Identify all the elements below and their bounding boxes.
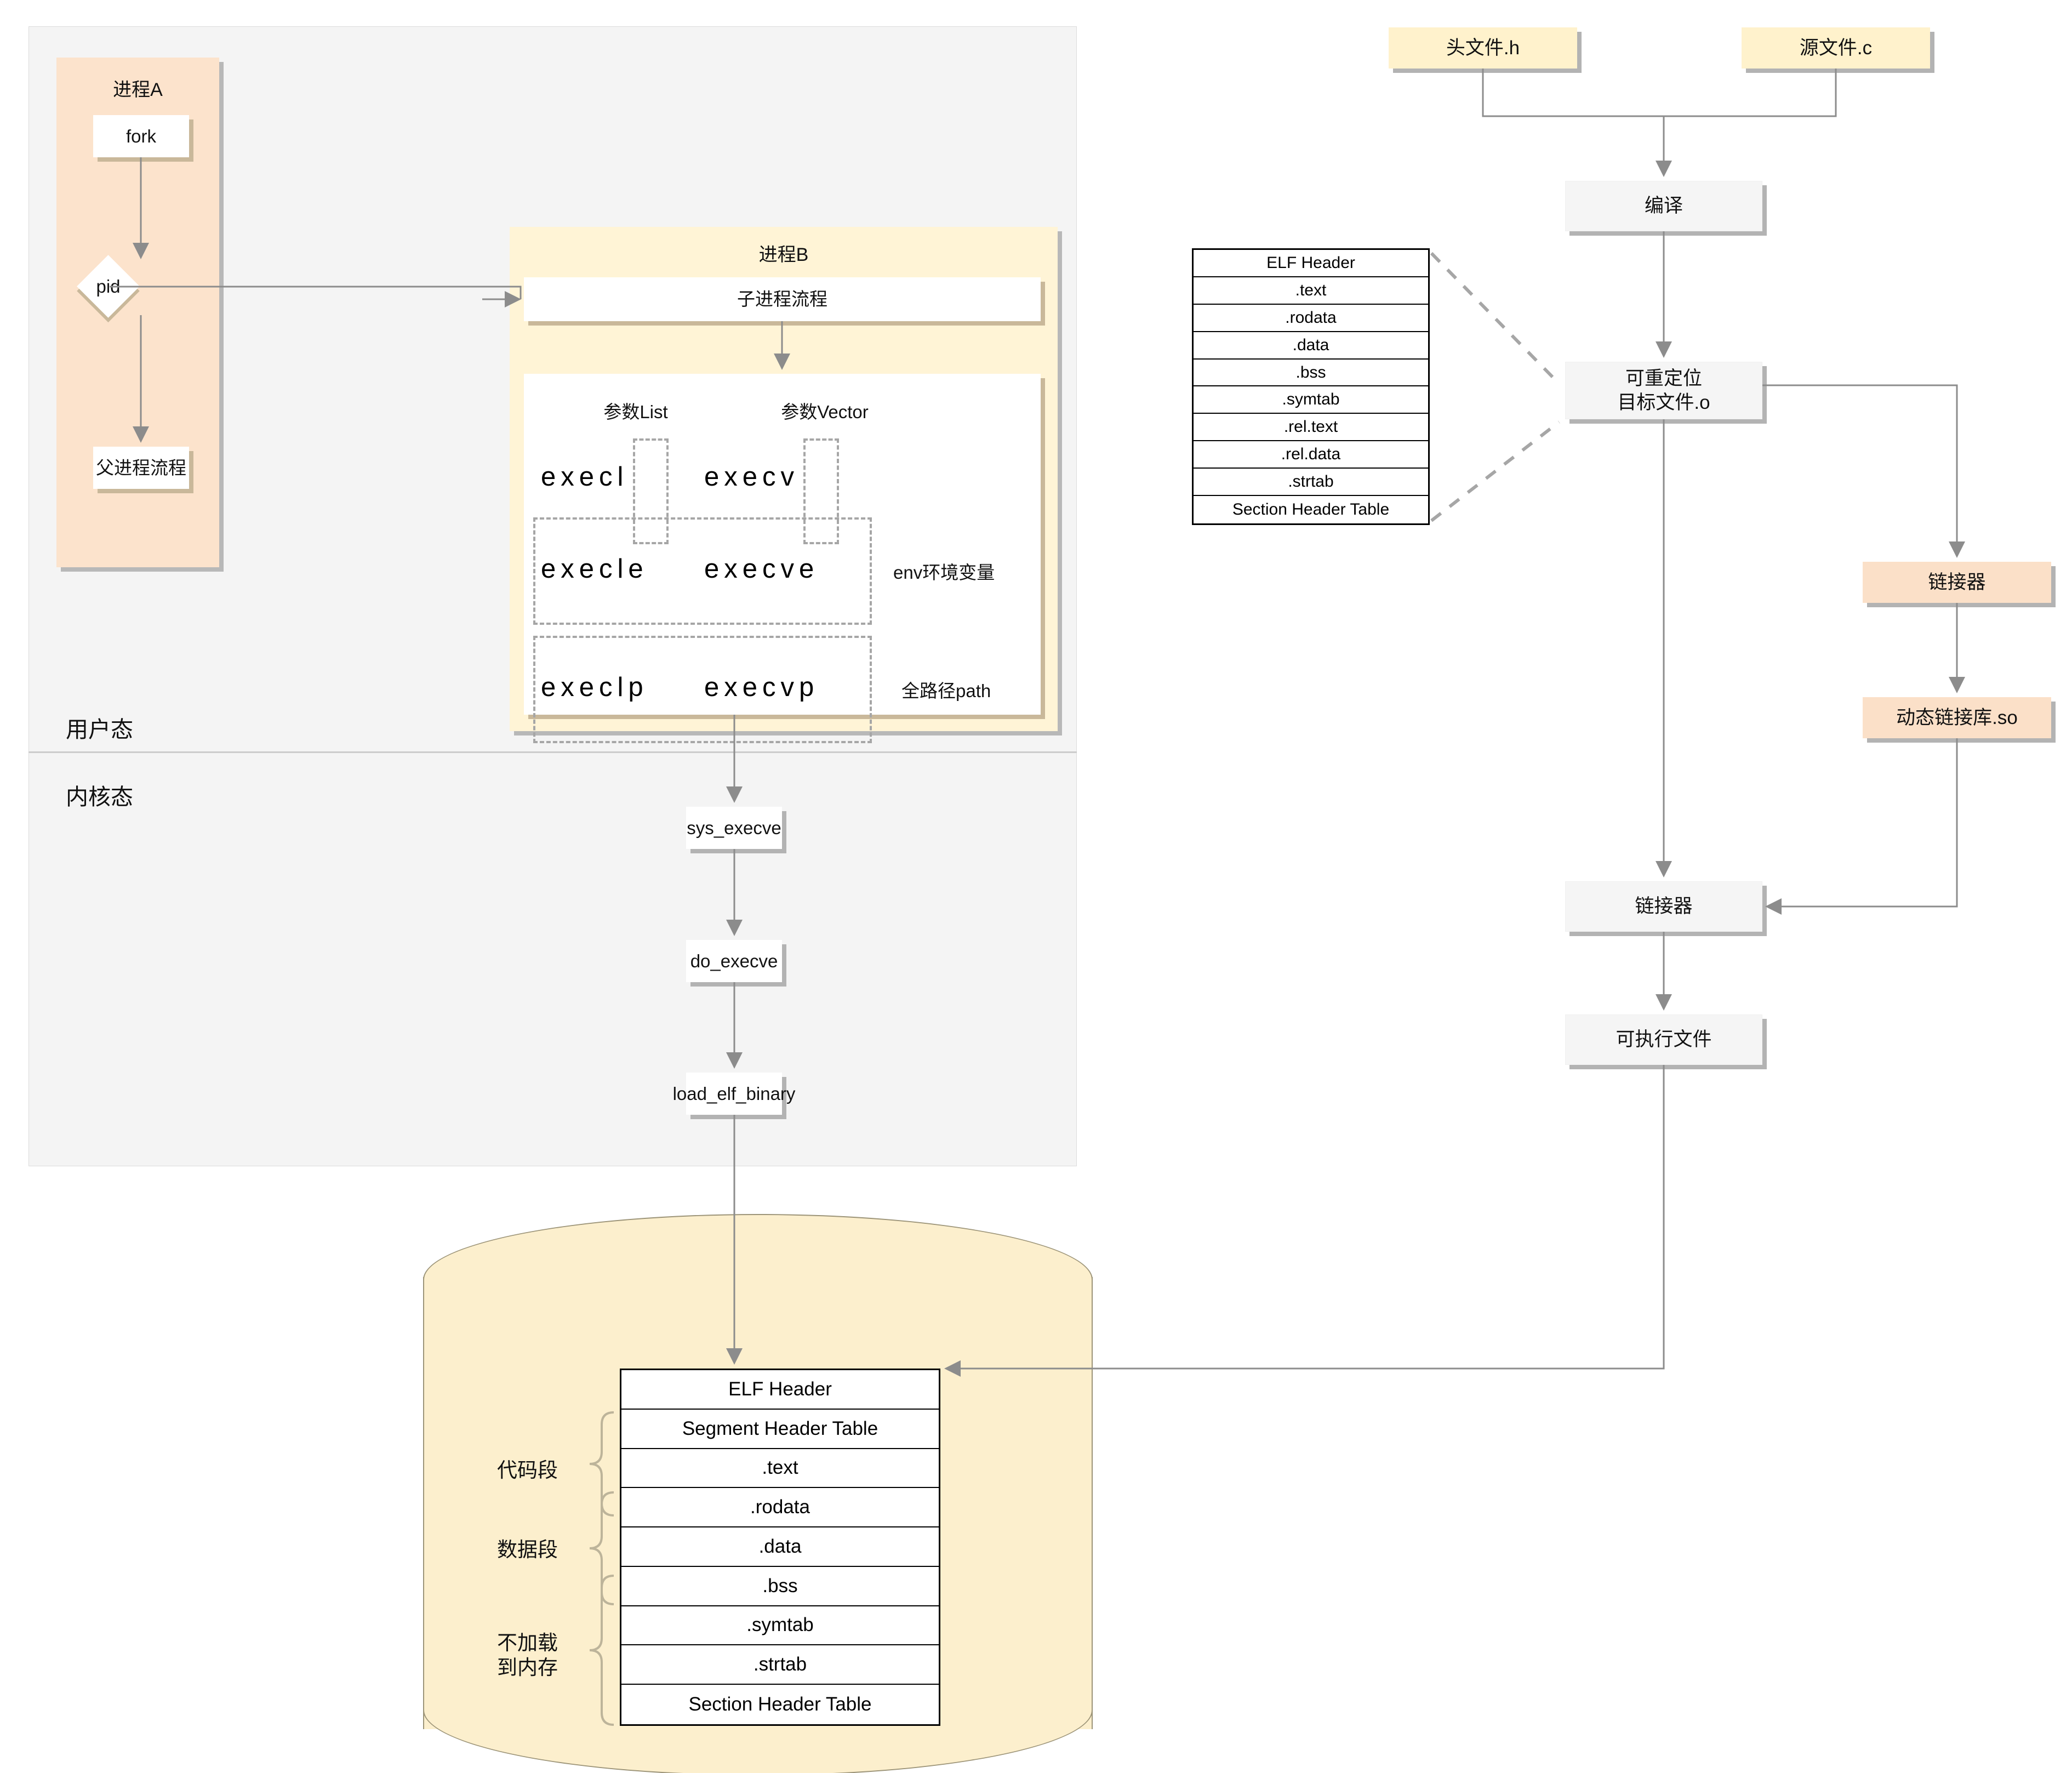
source-file-label: 源文件.c (1799, 37, 1873, 59)
exec-note-path: 全路径path (901, 681, 991, 701)
relocatable-object-line1: 可重定位 (1625, 367, 1702, 389)
sys-execve-node[interactable]: sys_execve (686, 807, 782, 849)
compile-node[interactable]: 编译 (1565, 181, 1762, 231)
object-section-row: .rel.text (1194, 414, 1428, 442)
dashed-box-vector-arg (803, 438, 839, 544)
dynamic-linker-label: 链接器 (1928, 571, 1986, 593)
exec-col-head-list: 参数List (603, 402, 668, 422)
memory-section-row: .text (621, 1449, 939, 1489)
object-section-row: .strtab (1194, 469, 1428, 497)
segment-label-noload-line2: 到内存 (497, 1656, 558, 1679)
callout-dashed-lines (1430, 252, 1561, 522)
memory-section-row: .rodata (621, 1488, 939, 1528)
do-execve-label: do_execve (690, 950, 778, 971)
object-file-section-table: ELF Header.text.rodata.data.bss.symtab.r… (1192, 248, 1430, 525)
dynamic-linker-node[interactable]: 链接器 (1863, 562, 2051, 603)
child-flow-label: 子进程流程 (737, 289, 827, 310)
dashed-callout-top (1430, 252, 1561, 385)
connector-sources-join (1482, 69, 1837, 117)
shared-library-node[interactable]: 动态链接库.so (1863, 697, 2051, 738)
process-a-title: 进程A (113, 79, 163, 100)
segment-label-data: 数据段 (497, 1538, 558, 1561)
compile-label: 编译 (1644, 195, 1683, 217)
dashed-box-path-row (533, 636, 872, 743)
relocatable-object-line2: 目标文件.o (1617, 391, 1710, 413)
executable-label: 可执行文件 (1616, 1029, 1712, 1051)
lane-divider (28, 751, 1077, 753)
object-section-row: Section Header Table (1232, 500, 1390, 518)
exec-word-execve: execve (704, 554, 819, 584)
connector-so-to-linker (1768, 738, 1958, 908)
memory-section-row: Segment Header Table (621, 1410, 939, 1449)
exec-note-env: env环境变量 (893, 562, 995, 583)
dashed-callout-bottom (1430, 420, 1560, 522)
object-section-row: .text (1194, 277, 1428, 305)
exec-family-panel (524, 374, 1041, 715)
relocatable-object-node[interactable]: 可重定位 目标文件.o (1565, 362, 1762, 419)
sys-execve-label: sys_execve (687, 817, 781, 838)
exec-word-execle: execle (541, 554, 648, 584)
exec-word-execvp: execvp (704, 672, 819, 702)
header-file-label: 头文件.h (1446, 37, 1520, 59)
object-section-row: ELF Header (1194, 250, 1428, 277)
object-section-row: .bss (1194, 360, 1428, 387)
child-flow-node[interactable]: 子进程流程 (524, 277, 1041, 321)
executable-node[interactable]: 可执行文件 (1565, 1014, 1762, 1065)
lane-label-user-mode: 用户态 (66, 717, 133, 742)
object-section-row: .rodata (1194, 305, 1428, 332)
load-elf-binary-node[interactable]: load_elf_binary (673, 1073, 795, 1115)
memory-section-row: .strtab (621, 1645, 939, 1685)
memory-section-row: Section Header Table (688, 1694, 872, 1715)
object-section-row: .rel.data (1194, 441, 1428, 469)
lane-label-kernel-mode: 内核态 (66, 784, 133, 809)
exec-word-execl: execl (541, 462, 629, 492)
dashed-box-env-row (533, 517, 872, 625)
load-elf-binary-label: load_elf_binary (672, 1083, 796, 1104)
exec-col-head-vector: 参数Vector (781, 402, 869, 422)
final-linker-node[interactable]: 链接器 (1565, 881, 1762, 932)
exec-word-execlp: execlp (541, 672, 648, 702)
shared-library-label: 动态链接库.so (1896, 706, 2018, 728)
parent-flow-label: 父进程流程 (96, 457, 186, 478)
memory-section-row: ELF Header (621, 1370, 939, 1410)
fork-label: fork (125, 126, 156, 146)
parent-flow-node[interactable]: 父进程流程 (93, 447, 189, 489)
source-file-node[interactable]: 源文件.c (1742, 27, 1930, 69)
object-section-row: .symtab (1194, 386, 1428, 414)
segment-label-code: 代码段 (497, 1459, 558, 1481)
memory-section-row: .data (621, 1527, 939, 1567)
final-linker-label: 链接器 (1635, 896, 1693, 917)
exec-word-execv: execv (704, 462, 800, 492)
memory-section-row: .symtab (621, 1606, 939, 1646)
object-section-row: .data (1194, 332, 1428, 360)
process-b-title: 进程B (758, 244, 809, 265)
connector-object-to-dynlinker (1762, 384, 1958, 556)
dashed-box-list-arg (633, 438, 669, 544)
segment-label-noload-line1: 不加载 (497, 1632, 558, 1654)
pid-label: pid (96, 276, 121, 297)
memory-section-row: .bss (621, 1567, 939, 1606)
header-file-node[interactable]: 头文件.h (1389, 27, 1577, 69)
fork-node[interactable]: fork (93, 115, 189, 157)
do-execve-node[interactable]: do_execve (686, 940, 782, 982)
